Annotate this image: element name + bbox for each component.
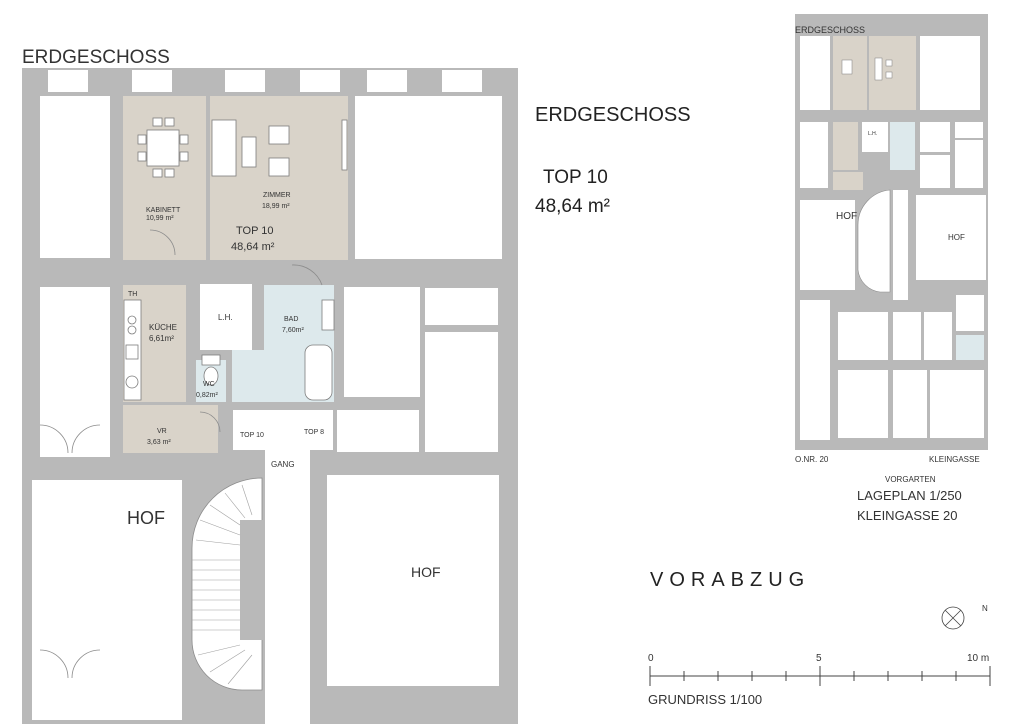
site-hof-left (800, 200, 855, 290)
kabinett-area: 10,99 m² (146, 215, 174, 222)
door-swings (39, 229, 323, 679)
scale-bar: 0 5 10 m GRUNDRISS 1/100 (648, 653, 991, 707)
info-heading: ERDGESCHOSS (535, 104, 691, 126)
site-lh-label: L.H. (868, 131, 877, 137)
site-street: KLEINGASSE (929, 455, 980, 464)
room-top-right (355, 96, 502, 259)
site-hof-right-label: HOF (948, 233, 965, 242)
bathtub-icon (304, 299, 335, 401)
info-unit: TOP 10 (543, 167, 608, 188)
vr-name: VR (157, 428, 167, 435)
door-top10-label: TOP 10 (240, 432, 264, 439)
scale-tick-0: 0 (648, 653, 654, 664)
room-far-left (40, 96, 110, 258)
gang-label: GANG (271, 460, 295, 469)
north-label: N (982, 604, 988, 613)
sofa-icon (211, 119, 348, 177)
room-lh (200, 284, 252, 350)
site-hof-right (916, 195, 986, 280)
courtyard-left (32, 480, 182, 720)
site-address: KLEINGASSE 20 (857, 508, 957, 523)
room-vr (123, 405, 218, 453)
corridor-top (233, 410, 333, 450)
north-arrow-icon: N (941, 604, 988, 630)
hof-right-label: HOF (411, 564, 441, 580)
info-area: 48,64 m² (535, 196, 610, 217)
scale-tick-10: 10 m (967, 653, 989, 664)
floor-heading: ERDGESCHOSS (22, 47, 170, 68)
room-bad-lower (232, 350, 266, 402)
wc-name: WC (203, 381, 215, 388)
unit-info: ERDGESCHOSS TOP 10 48,64 m² (535, 104, 691, 217)
kabinett-name: KABINETT (146, 207, 181, 214)
staircase (191, 477, 265, 691)
lh-label: L.H. (218, 313, 233, 322)
bad-area: 7,60m² (282, 327, 304, 334)
kueche-area: 6,61m² (149, 334, 174, 343)
scale-tick-5: 5 (816, 653, 822, 664)
vorabzug-stamp: VORABZUG (650, 569, 810, 591)
unit-name: TOP 10 (236, 225, 274, 237)
kitchen-counter-icon (123, 299, 142, 401)
site-hof-left-label: HOF (836, 211, 857, 222)
th-label: TH (128, 291, 137, 298)
site-onr: O.NR. 20 (795, 455, 829, 464)
grundriss-label: GRUNDRISS 1/100 (648, 692, 762, 707)
room-top8 (337, 410, 419, 452)
room-left-middle (40, 287, 110, 457)
site-lageplan: LAGEPLAN 1/250 (857, 488, 962, 503)
dining-table-icon (137, 117, 189, 178)
site-heading: ERDGESCHOSS (795, 25, 865, 35)
vr-area: 3,63 m² (147, 439, 171, 446)
zimmer-name: ZIMMER (263, 192, 291, 199)
room-kabinett (123, 96, 206, 260)
corridor-gang (265, 450, 310, 724)
unit-area: 48,64 m² (231, 241, 275, 253)
zimmer-area: 18,99 m² (262, 203, 290, 210)
kueche-name: KÜCHE (149, 323, 177, 332)
bad-name: BAD (284, 316, 298, 323)
room-mid-right-b (425, 288, 498, 325)
room-mid-right-a (344, 287, 420, 397)
room-mid-right-c (425, 332, 498, 452)
wc-area: 0,82m² (196, 392, 218, 399)
site-plan: ERDGESCHOSS HOF HOF L.H. O.NR. 20 KLEING… (795, 14, 988, 523)
hof-left-label: HOF (127, 508, 165, 528)
top-windows (48, 70, 482, 92)
main-floor-plan: ERDGESCHOSS KABINETT 10,99 m² ZIMMER 18,… (22, 47, 518, 724)
site-vorgarten: VORGARTEN (885, 475, 936, 484)
toilet-icon (201, 354, 221, 386)
door-top8-label: TOP 8 (304, 429, 324, 436)
courtyard-right (327, 475, 499, 686)
